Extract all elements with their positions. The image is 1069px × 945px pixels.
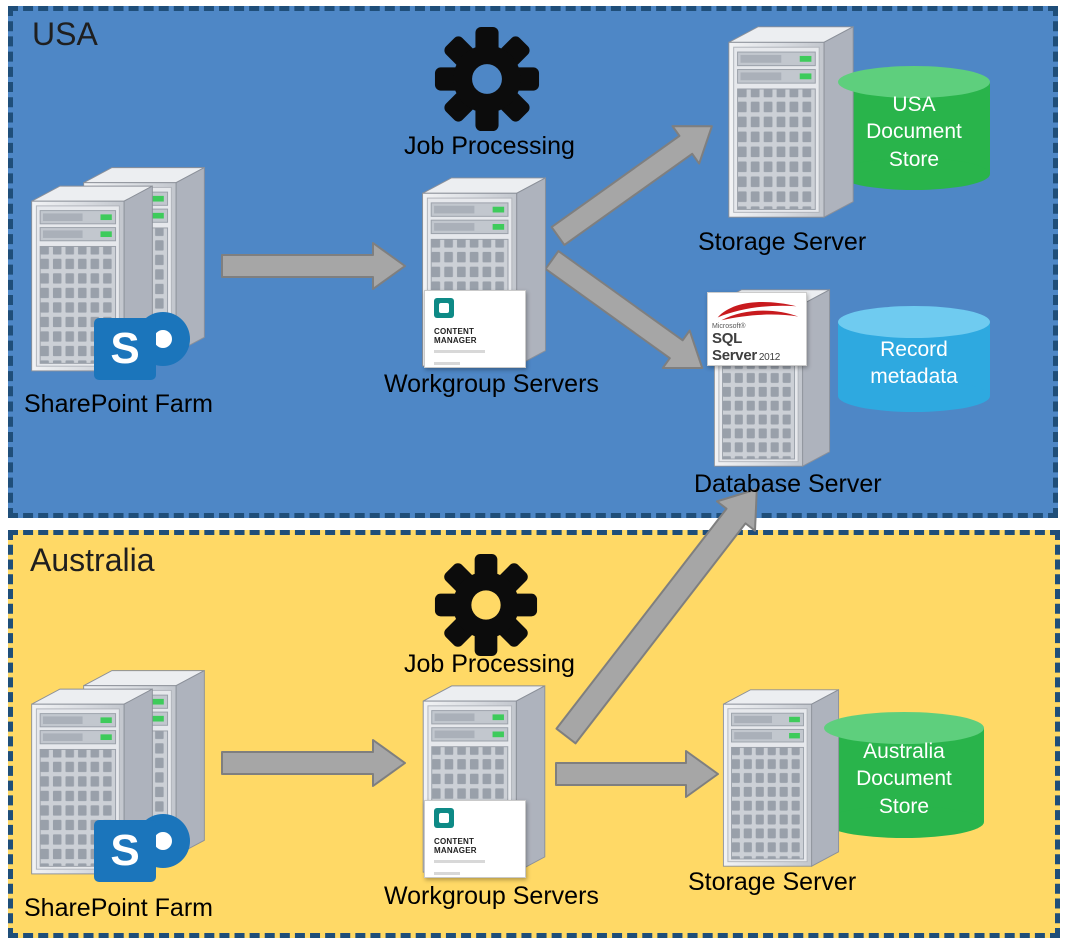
australia-workgroup-servers-label: Workgroup Servers: [384, 882, 599, 910]
badge-decor-bar: [434, 350, 485, 353]
australia-document-store-label: Australia Document Store: [856, 740, 952, 818]
cylinder-top: [838, 306, 990, 338]
badge-decor-bar: [434, 860, 485, 863]
usa-record-metadata-cylinder: Record metadata: [838, 306, 990, 412]
usa-record-metadata-label: Record metadata: [870, 337, 958, 388]
australia-job-processing-label: Job Processing: [404, 650, 575, 678]
australia-document-store-cylinder: Australia Document Store: [824, 712, 984, 838]
badge-decor-bar: [434, 362, 460, 365]
content-manager-badge: CONTENT MANAGER: [424, 800, 526, 878]
usa-storage-server-label: Storage Server: [698, 228, 867, 256]
australia-job-processing-gear-icon: [434, 553, 538, 657]
cylinder-top: [838, 66, 990, 98]
australia-storage-server-label: Storage Server: [688, 868, 857, 896]
content-manager-title: CONTENT MANAGER: [434, 327, 477, 345]
badge-decor-bar: [434, 872, 460, 875]
usa-job-processing-gear-icon: [434, 26, 540, 132]
sharepoint-logo: S: [94, 808, 190, 892]
usa-document-store-cylinder: USA Document Store: [838, 66, 990, 190]
usa-sharepoint-farm-label: SharePoint Farm: [24, 390, 213, 418]
region-australia-title: Australia: [30, 542, 155, 578]
usa-document-store-label: USA Document Store: [866, 93, 962, 171]
cylinder-bottom: [824, 806, 984, 838]
content-manager-badge: CONTENT MANAGER: [424, 290, 526, 368]
usa-database-server-label: Database Server: [694, 470, 882, 498]
content-manager-title: CONTENT MANAGER: [434, 837, 477, 855]
usa-job-processing-label: Job Processing: [404, 132, 575, 160]
sharepoint-s-icon: S: [94, 318, 156, 380]
cylinder-bottom: [838, 158, 990, 190]
content-manager-icon: [434, 298, 454, 318]
usa-workgroup-servers-label: Workgroup Servers: [384, 370, 599, 398]
sql-brand-text: Microsoft®: [712, 323, 746, 330]
cylinder-bottom: [838, 380, 990, 412]
sharepoint-s-icon: S: [94, 820, 156, 882]
sql-edition-text: 2012: [758, 352, 780, 363]
sharepoint-logo: S: [94, 306, 190, 390]
australia-sharepoint-farm-label: SharePoint Farm: [24, 894, 213, 922]
sql-server-swoosh-icon: [717, 301, 799, 321]
region-usa-title: USA: [32, 16, 98, 52]
content-manager-icon: [434, 808, 454, 828]
cylinder-top: [824, 712, 984, 744]
